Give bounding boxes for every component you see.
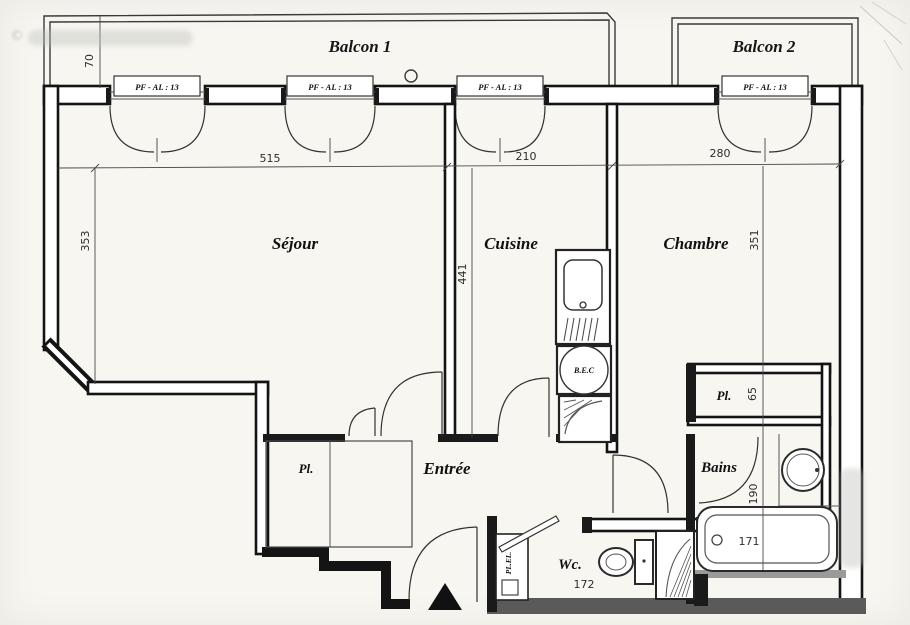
wall-diagonal-core xyxy=(46,342,94,390)
wc-fixtures xyxy=(598,530,695,600)
entrance-marker-icon xyxy=(428,583,462,610)
windows: PF - AL : 13 PF - AL : 13 PF - AL : 13 xyxy=(106,75,816,162)
dim-wc-width: 172 xyxy=(574,578,595,591)
wall-closet-top xyxy=(686,362,832,375)
wall-closet-cap xyxy=(686,364,696,422)
kitchen-sink xyxy=(563,259,603,311)
washbasin xyxy=(781,448,825,492)
window-3-label: PF - AL : 13 xyxy=(478,82,522,92)
toilet-button-icon xyxy=(642,559,646,563)
wall-sejour-cuisine xyxy=(443,102,457,439)
entrance-door xyxy=(408,526,478,602)
balcony-2: Balcon 2 xyxy=(671,17,859,88)
wall-wc-left xyxy=(487,516,497,612)
room-label-closet-chambre: Pl. xyxy=(717,388,732,403)
room-label-wc: Wc. xyxy=(558,557,582,573)
lower-unit-hatch xyxy=(563,399,603,435)
dim-bains-depth: 190 xyxy=(747,484,760,505)
wall-bottom xyxy=(487,598,866,614)
toilet-bowl-inner xyxy=(605,553,627,571)
wall-entree-2 xyxy=(438,434,498,442)
water-heater-circle xyxy=(559,345,609,395)
window-4-label: PF - AL : 13 xyxy=(743,82,787,92)
dim-chambre-width: 280 xyxy=(710,147,731,160)
window-2: PF - AL : 13 xyxy=(281,75,379,162)
window-2-label: PF - AL : 13 xyxy=(308,82,352,92)
room-label-bains: Bains xyxy=(700,460,737,476)
dim-balcony-depth: 70 xyxy=(83,54,96,68)
wall-closet-bottom xyxy=(686,415,832,427)
balcony-post-icon xyxy=(404,69,418,83)
bathtub-drain-icon xyxy=(711,534,723,546)
dim-sejour-depth: 353 xyxy=(79,231,92,252)
electrical-closet-label: PL.EL. xyxy=(504,552,513,575)
duct-shaft xyxy=(655,530,695,600)
kitchen-lower-unit xyxy=(557,394,613,444)
interior-walls xyxy=(263,102,846,606)
room-label-chambre: Chambre xyxy=(663,234,729,253)
window-1-label: PF - AL : 13 xyxy=(135,82,179,92)
outer-walls xyxy=(41,84,866,614)
hall-closet xyxy=(265,440,413,548)
cuisine-door xyxy=(497,377,550,437)
doors xyxy=(348,371,759,602)
chambre-door xyxy=(612,454,669,514)
wall-top-2 xyxy=(203,84,287,106)
wall-entry-steps xyxy=(262,547,410,609)
dimension-labels: 515 210 280 70 353 441 351 65 190 171 17… xyxy=(79,54,761,591)
bains-door xyxy=(698,436,759,504)
room-label-cuisine: Cuisine xyxy=(484,234,538,253)
duct-shaft-hatch xyxy=(665,538,692,598)
wall-basin-nook-right xyxy=(820,362,832,511)
kitchen-column: B.E.C xyxy=(554,248,613,444)
wall-left xyxy=(42,84,60,352)
dim-closet-depth: 65 xyxy=(746,387,759,401)
copyright-watermark: © xyxy=(10,28,24,44)
window-4: PF - AL : 13 xyxy=(714,75,816,162)
dim-cuisine-width: 210 xyxy=(516,150,537,163)
dim-chambre-depth: 351 xyxy=(748,230,761,251)
watermark-smudge-top xyxy=(28,30,193,46)
sink-drainer-lines xyxy=(563,317,599,342)
wall-tub-bottom xyxy=(694,570,846,578)
watermark-smudge-bottom xyxy=(840,468,864,568)
wall-top-4 xyxy=(543,84,720,106)
water-heater-label: B.E.C xyxy=(573,366,595,375)
wc-door-leaf xyxy=(498,515,560,553)
sejour-door xyxy=(348,371,443,437)
dimension-lines xyxy=(57,16,845,570)
room-label-entree: Entrée xyxy=(422,459,471,478)
washbasin-tap-icon xyxy=(815,468,819,472)
toilet-bowl xyxy=(598,547,634,577)
sink-drain-icon xyxy=(579,301,587,309)
scan-scratches xyxy=(859,1,907,71)
window-3: PF - AL : 13 xyxy=(451,75,549,162)
room-labels: Séjour Cuisine Chambre Entrée Bains Wc. … xyxy=(272,234,737,573)
dim-cuisine-depth: 441 xyxy=(456,264,469,285)
wall-bains-step xyxy=(694,574,708,606)
wall-top-3 xyxy=(373,84,457,106)
room-label-closet-hall: Pl. xyxy=(299,461,314,476)
balcony-1: Balcon 1 xyxy=(43,12,616,88)
wall-entree-1 xyxy=(263,434,345,442)
wall-wc-top-cap1 xyxy=(582,517,592,533)
wall-wc-top xyxy=(584,517,704,533)
wall-bains-left xyxy=(686,434,695,604)
wall-sejour-bottom xyxy=(86,380,270,396)
bathtub xyxy=(696,506,838,572)
bathtub-inner xyxy=(704,514,830,564)
balcony-1-label: Balcon 1 xyxy=(328,37,392,56)
dim-bathtub-length: 171 xyxy=(739,535,760,548)
bathroom-fixtures xyxy=(696,448,838,572)
room-label-sejour: Séjour xyxy=(272,234,319,253)
window-1: PF - AL : 13 xyxy=(106,75,209,162)
balcony-2-label: Balcon 2 xyxy=(732,37,796,56)
dim-sejour-width: 515 xyxy=(260,152,281,165)
